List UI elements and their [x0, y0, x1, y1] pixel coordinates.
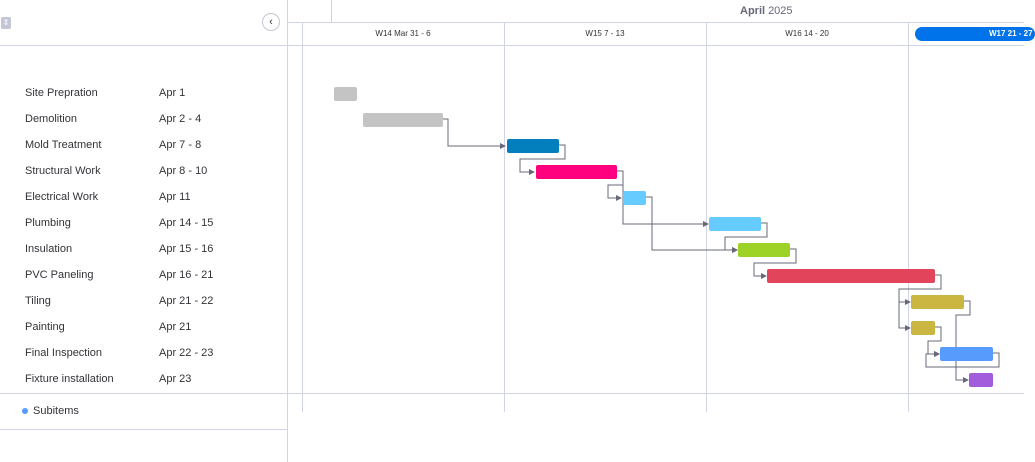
task-date: Apr 7 - 8	[159, 139, 202, 151]
collapse-panel-button[interactable]: ‹	[262, 13, 280, 31]
task-row[interactable]: PVC Paneling Apr 16 - 21	[0, 262, 287, 288]
task-bar-final-inspection[interactable]	[940, 347, 993, 361]
month-name: April	[740, 5, 766, 17]
week-label-w14: W14 Mar 31 - 6	[375, 29, 431, 38]
task-bar-electrical-work[interactable]	[623, 191, 646, 205]
task-date: Apr 11	[159, 191, 191, 203]
week-divider	[504, 23, 505, 412]
month-year: 2025	[768, 5, 793, 17]
task-bar-insulation[interactable]	[738, 243, 790, 257]
task-bar-fixture-installation[interactable]	[969, 373, 993, 387]
task-row[interactable]: Structural Work Apr 8 - 10	[0, 158, 287, 184]
month-separator	[331, 0, 332, 22]
dependency-arrow	[927, 326, 942, 357]
dependency-arrow	[898, 274, 942, 331]
chevron-left-icon: ‹	[269, 16, 273, 28]
task-row[interactable]: Final Inspection Apr 22 - 23	[0, 340, 287, 366]
subitems-divider	[288, 393, 1024, 394]
task-date: Apr 2 - 4	[159, 113, 202, 125]
subitems-dot	[22, 408, 28, 414]
dependency-arrow	[925, 300, 971, 368]
week-label-w16: W16 14 - 20	[785, 29, 829, 38]
task-bar-site-preparation[interactable]	[334, 87, 357, 101]
task-date: Apr 21 - 22	[159, 295, 214, 307]
task-bar-demolition[interactable]	[363, 113, 443, 127]
task-row[interactable]: Site Prepration Apr 1	[0, 80, 287, 106]
task-row[interactable]: Mold Treatment Apr 7 - 8	[0, 132, 287, 158]
task-date: Apr 16 - 21	[159, 269, 214, 281]
task-name: Demolition	[25, 113, 77, 125]
task-name: Structural Work	[25, 165, 101, 177]
subitems-row[interactable]: Subitems	[0, 393, 287, 430]
task-list-panel: ⇕ ‹ Site Prepration Apr 1 Demolition Apr 2 …	[0, 0, 288, 462]
dependency-arrow	[724, 222, 768, 253]
task-date: Apr 8 - 10	[159, 165, 208, 177]
task-date: Apr 1	[159, 87, 186, 99]
task-name: PVC Paneling	[25, 269, 94, 281]
task-name: Final Inspection	[25, 347, 103, 359]
task-row[interactable]: Fixture installation Apr 23	[0, 366, 287, 392]
task-name: Insulation	[25, 243, 73, 255]
task-bar-mold-treatment[interactable]	[507, 139, 559, 153]
dependency-arrow	[443, 118, 506, 149]
task-bar-plumbing[interactable]	[709, 217, 761, 231]
task-name: Site Prepration	[25, 87, 98, 99]
task-date: Apr 15 - 16	[159, 243, 214, 255]
task-name: Electrical Work	[25, 191, 99, 203]
task-date: Apr 22 - 23	[159, 347, 214, 359]
task-name: Mold Treatment	[25, 139, 102, 151]
dependency-arrow	[646, 196, 738, 253]
dependency-arrow	[955, 352, 1000, 383]
task-bar-pvc-paneling[interactable]	[767, 269, 935, 283]
task-name: Fixture installation	[25, 373, 114, 385]
current-week-badge[interactable]: W17 21 - 27	[915, 27, 1035, 41]
task-row[interactable]: Electrical Work Apr 11	[0, 184, 287, 210]
week-label-w15: W15 7 - 13	[585, 29, 625, 38]
week-divider	[302, 23, 303, 412]
week-header: W14 Mar 31 - 6 W15 7 - 13 W16 14 - 20	[288, 23, 1024, 46]
task-row[interactable]: Insulation Apr 15 - 16	[0, 236, 287, 262]
task-list-header: ⇕ ‹	[0, 0, 287, 46]
task-name: Painting	[25, 321, 65, 333]
week-divider	[706, 23, 707, 412]
task-date: Apr 23	[159, 373, 192, 385]
week-divider	[908, 23, 909, 412]
subitems-label: Subitems	[33, 405, 79, 417]
task-row[interactable]: Plumbing Apr 14 - 15	[0, 210, 287, 236]
task-name: Tiling	[25, 295, 51, 307]
task-row[interactable]: Demolition Apr 2 - 4	[0, 106, 287, 132]
task-date: Apr 21	[159, 321, 192, 333]
task-row[interactable]: Painting Apr 21	[0, 314, 287, 340]
expand-icon[interactable]: ⇕	[1, 17, 11, 29]
task-bar-tiling[interactable]	[911, 295, 964, 309]
task-row[interactable]: Tiling Apr 21 - 22	[0, 288, 287, 314]
dependency-arrow	[753, 248, 797, 279]
task-name: Plumbing	[25, 217, 71, 229]
task-bar-painting[interactable]	[911, 321, 935, 335]
dependency-arrow	[519, 144, 566, 175]
dependency-arrows	[443, 118, 1000, 383]
task-date: Apr 14 - 15	[159, 217, 214, 229]
task-bar-structural-work[interactable]	[536, 165, 617, 179]
